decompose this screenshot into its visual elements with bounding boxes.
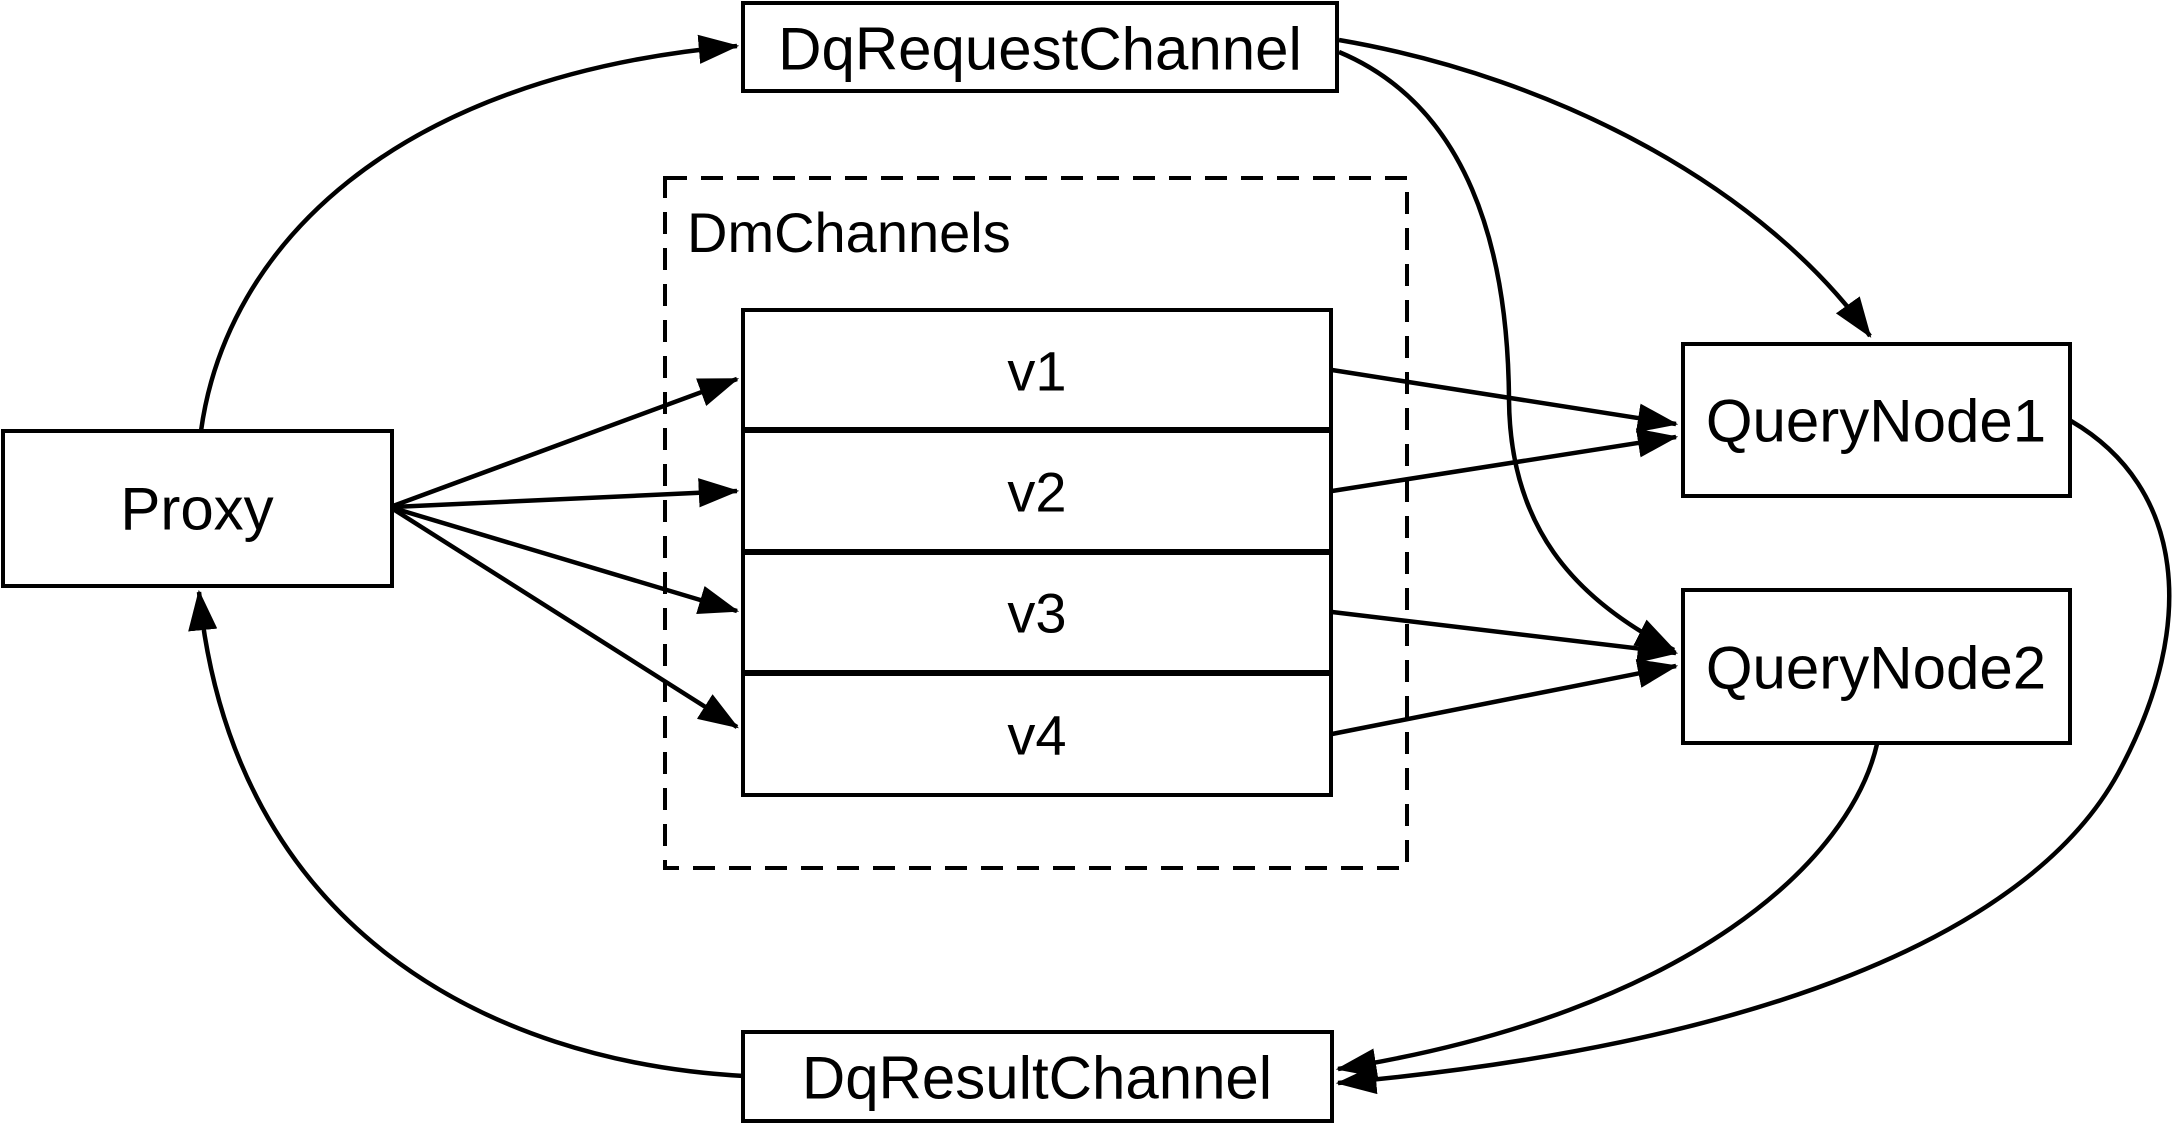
channel-row-v1-label: v1	[1007, 340, 1066, 403]
querynode2-node-box	[1681, 588, 2072, 745]
dmchannels-group-box	[663, 176, 1409, 870]
proxy-node-label: Proxy	[120, 476, 273, 543]
edge-proxy-v3	[392, 505, 740, 615]
dqrequestchannel-node-box	[741, 1, 1339, 93]
querynode1-node-label: QueryNode1	[1706, 388, 2046, 455]
edge-dqrequestchannel-querynode2	[1338, 49, 1677, 653]
edge-querynode2-dqresultchannel	[1335, 743, 1880, 1078]
proxy-node-box	[1, 429, 394, 588]
channel-row-v4-label: v4	[1007, 704, 1066, 767]
channel-row-v2-label: v2	[1007, 461, 1066, 524]
dqrequestchannel-node-label: DqRequestChannel	[778, 16, 1302, 83]
edge-dqrequestchannel-querynode1	[1338, 37, 1872, 338]
edge-querynode1-dqresultchannel	[1335, 419, 2172, 1095]
dqresultchannel-node-label: DqResultChannel	[802, 1045, 1272, 1112]
edge-proxy-v4	[391, 507, 739, 729]
edge-dqresultchannel-proxy	[188, 589, 745, 1079]
edge-v1-querynode1	[1331, 367, 1679, 433]
edge-proxy-dqrequestchannel	[198, 34, 740, 432]
dmchannels-group-label: DmChannels	[687, 201, 1011, 264]
querynode2-node-label: QueryNode2	[1706, 635, 2046, 702]
edge-v2-querynode1	[1331, 428, 1679, 494]
querynode1-node-box	[1681, 342, 2072, 498]
edge-v4-querynode2	[1331, 659, 1679, 737]
dqresultchannel-node-box	[741, 1030, 1334, 1123]
channel-row-v3-label: v3	[1007, 582, 1066, 645]
edge-proxy-v2	[392, 478, 740, 510]
edge-v3-querynode2	[1331, 609, 1679, 663]
edge-proxy-v1	[392, 376, 740, 509]
